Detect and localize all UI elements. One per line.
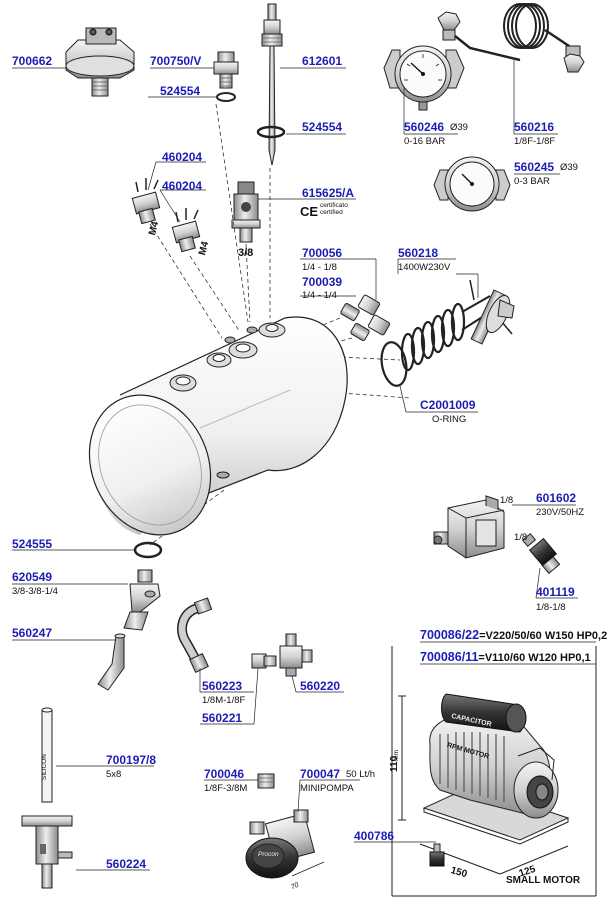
note-560216-thread: 1/8F-1/8F <box>514 136 556 147</box>
pressure-switch-700662 <box>65 27 135 97</box>
unit-mm: mm <box>393 749 401 761</box>
note-700039-thread: 1/4 - 1/4 <box>302 290 337 301</box>
part-460204-b: 460204 <box>162 179 203 193</box>
ce-mark: CE <box>300 204 319 219</box>
note-620549-thread: 3/8-3/8-1/4 <box>12 586 58 597</box>
part-700750v: 700750/V <box>150 54 202 68</box>
part-700662: 700662 <box>12 54 53 68</box>
thermostat-460204-b <box>171 208 201 253</box>
washer-524555 <box>133 541 163 559</box>
motor-700086 <box>422 693 570 845</box>
gauge-560245 <box>433 156 511 212</box>
note-thread-3-8: 3/8 <box>238 247 254 259</box>
part-700086-22: 700086/22 <box>420 628 480 642</box>
gauge-560246 <box>383 45 465 111</box>
safety-valve-615625a <box>231 181 261 243</box>
silicone-tube-700197-8 <box>41 707 53 803</box>
adapter-700046 <box>257 773 275 789</box>
part-601602: 601602 <box>536 491 577 505</box>
part-700086-11: 700086/11 <box>420 650 479 664</box>
note-401119-thread: 1/8-1/8 <box>536 602 566 613</box>
hose-560223 <box>177 597 213 673</box>
part-560216: 560216 <box>514 120 555 134</box>
part-620549: 620549 <box>12 570 53 584</box>
heating-element-560218 <box>400 279 515 372</box>
note-certified: certificato certified <box>320 202 348 216</box>
oring-C2001009 <box>380 341 408 387</box>
elbow-560221 <box>251 653 277 669</box>
part-401119: 401119 <box>536 585 575 599</box>
capillary-560216 <box>437 3 585 73</box>
note-700047-flow: 50 Lt/h <box>346 769 376 780</box>
valve-560220 <box>279 633 313 677</box>
part-400786: 400786 <box>354 829 395 843</box>
part-560218: 560218 <box>398 246 439 260</box>
note-procon: Procon <box>258 851 279 858</box>
part-700056: 700056 <box>302 246 343 260</box>
part-560245: 560245 <box>514 160 555 174</box>
part-524555: 524555 <box>12 537 53 551</box>
part-612601: 612601 <box>302 54 343 68</box>
note-560245-range: 0-3 BAR <box>514 176 550 187</box>
probe-612601 <box>261 3 283 166</box>
part-460204-a: 460204 <box>162 150 203 164</box>
pipe-560247 <box>97 633 126 691</box>
note-560246-range: 0-16 BAR <box>404 136 446 147</box>
note-oring: O-RING <box>432 414 467 425</box>
note-601602-voltage: 230V/50HZ <box>536 507 585 518</box>
foot-400786 <box>429 843 445 867</box>
pressostat-401119 <box>521 533 561 575</box>
note-700046-thread: 1/8F-3/8M <box>204 783 248 794</box>
note-601602-port-b: 1/8 <box>514 532 528 543</box>
fitting-560224 <box>21 815 73 889</box>
note-700056-thread: 1/4 - 1/8 <box>302 262 337 273</box>
solenoid-valve-601602 <box>433 495 505 559</box>
note-560223-thread: 1/8M-1/8F <box>202 695 246 706</box>
note-560246-diameter: Ø39 <box>450 122 468 133</box>
part-560223: 560223 <box>202 679 243 693</box>
fitting-700750v <box>213 51 239 89</box>
spec-700086-22-rating: =V220/50/60 W150 HP0,2 <box>479 630 607 642</box>
note-560218-power: 1400W230V <box>398 262 451 273</box>
part-560224: 560224 <box>106 857 147 871</box>
note-minipompa: MINIPOMPA <box>300 783 354 794</box>
part-700047: 700047 <box>300 767 341 781</box>
part-560220: 560220 <box>300 679 341 693</box>
note-601602-port-a: 1/8 <box>500 495 514 506</box>
note-small-motor: SMALL MOTOR <box>506 875 581 886</box>
part-560246: 560246 <box>404 120 445 134</box>
part-615625a: 615625/A <box>302 186 355 200</box>
spec-700086-11: 700086/11=V110/60 W120 HP0,1 <box>420 651 591 664</box>
part-560247: 560247 <box>12 626 53 640</box>
motor-frame <box>391 646 597 897</box>
thermostat-460204-a <box>131 178 161 225</box>
leader-lines <box>12 60 596 871</box>
part-700039: 700039 <box>302 275 343 289</box>
pump-700047 <box>245 809 325 879</box>
fitting-700056 <box>340 294 381 321</box>
tee-fitting-620549 <box>123 569 161 631</box>
oring-524554-b <box>256 125 286 139</box>
part-524554-a: 524554 <box>160 84 201 98</box>
note-560245-diameter: Ø39 <box>560 162 578 173</box>
part-700046: 700046 <box>204 767 245 781</box>
note-silicon: SILICON <box>41 753 48 780</box>
note-700197-size: 5x8 <box>106 769 122 780</box>
boiler-tank <box>88 316 348 536</box>
part-524554-b: 524554 <box>302 120 343 134</box>
part-C2001009: C2001009 <box>420 398 476 412</box>
spec-700086-11-rating: =V110/60 W120 HP0,1 <box>478 652 591 664</box>
part-700197-8: 700197/8 <box>106 753 157 767</box>
part-560221: 560221 <box>202 711 243 725</box>
fitting-700039 <box>350 314 391 341</box>
spec-700086-22: 700086/22=V220/50/60 W150 HP0,2 <box>420 629 607 642</box>
washer-524554-a <box>216 92 236 102</box>
